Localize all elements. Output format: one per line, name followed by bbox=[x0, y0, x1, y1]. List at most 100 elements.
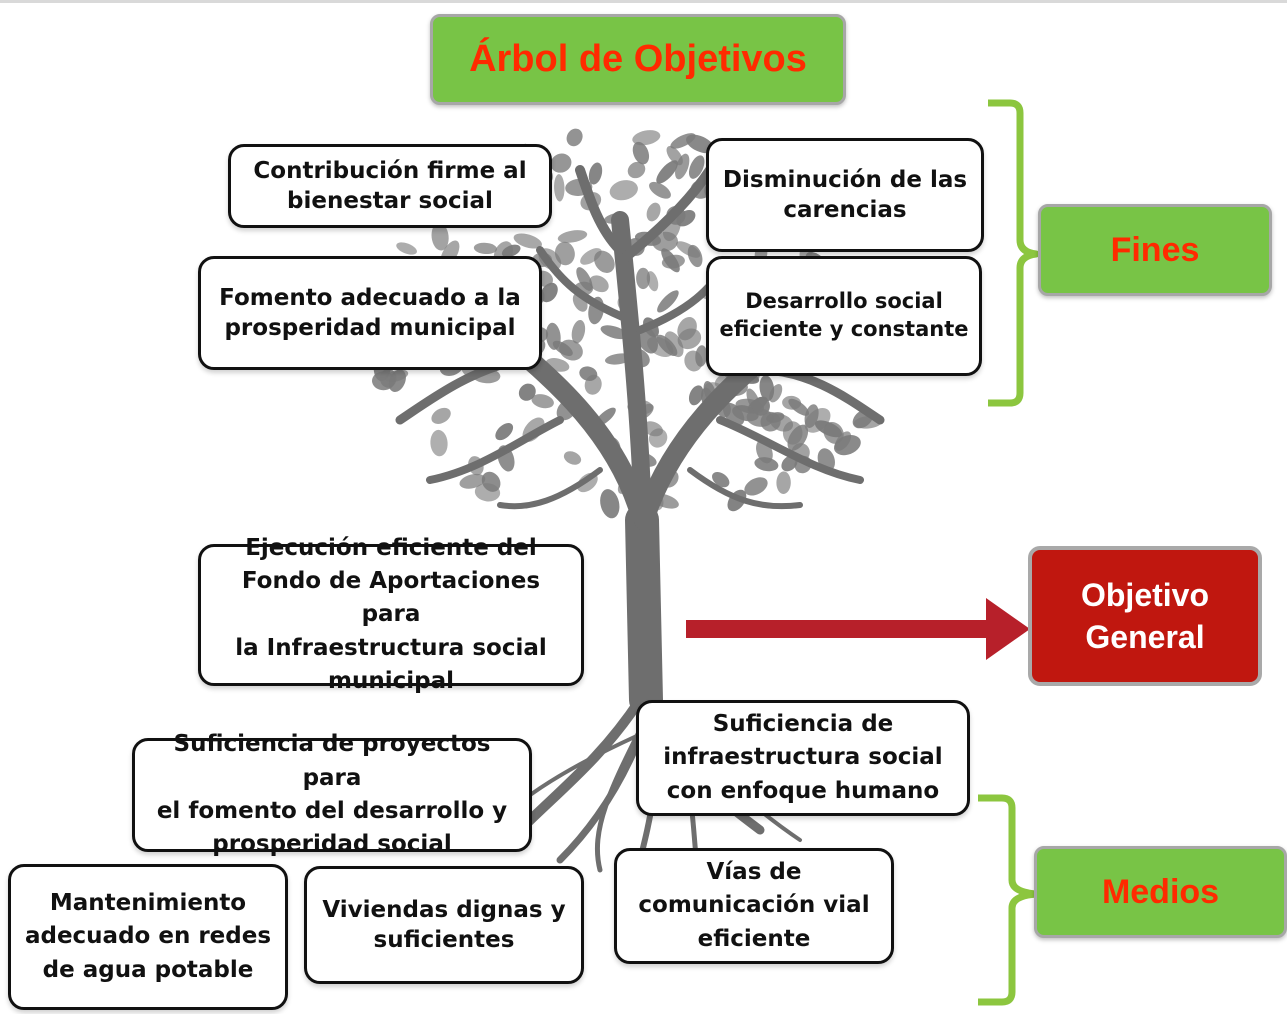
tree-leaf bbox=[642, 421, 663, 437]
fin-box-3: Fomento adecuado a la prosperidad municip… bbox=[198, 256, 542, 370]
tree-leaf bbox=[609, 180, 638, 201]
fin-box-2: Disminución de las carencias bbox=[706, 138, 984, 252]
tree-leaf bbox=[649, 181, 671, 199]
tree-leaf bbox=[501, 244, 521, 258]
tree-leaf bbox=[430, 429, 448, 457]
tree-leaf bbox=[550, 153, 572, 173]
tree-leaf bbox=[563, 451, 582, 465]
title-box: Árbol de Objetivos bbox=[430, 14, 846, 105]
fin-2-line-1: Disminución de las bbox=[722, 166, 968, 193]
fin-3-line-1: Fomento adecuado a la bbox=[219, 284, 521, 311]
medio-2-line-2: el fomento del desarrollo y bbox=[156, 798, 508, 824]
medios-label-text: Medios bbox=[1101, 872, 1220, 911]
tree-leaf bbox=[627, 161, 646, 179]
og-line-3: la Infraestructura social bbox=[235, 634, 547, 661]
tree-leaf bbox=[656, 160, 678, 184]
tree-leaf bbox=[676, 241, 701, 258]
medio-1-line-2: infraestructura social bbox=[663, 744, 943, 771]
tree-leaf bbox=[833, 435, 861, 456]
tree-leaf bbox=[459, 473, 486, 489]
fines-label: Fines bbox=[1038, 204, 1272, 296]
page-title: Árbol de Objetivos bbox=[469, 38, 807, 80]
medio-4-line-3: de agua potable bbox=[42, 956, 254, 983]
fin-4-line-1: Desarrollo social bbox=[745, 289, 943, 314]
tree-leaf bbox=[754, 457, 779, 472]
og-line-1: Ejecución eficiente del bbox=[245, 534, 537, 561]
top-divider bbox=[0, 0, 1287, 3]
tree-leaf bbox=[589, 275, 609, 293]
medio-5-line-2: suficientes bbox=[373, 927, 515, 953]
fin-box-4: Desarrollo social eficiente y constante bbox=[706, 256, 982, 376]
tree-leaf bbox=[518, 383, 536, 401]
medios-label: Medios bbox=[1034, 846, 1287, 938]
tree-leaf bbox=[571, 319, 586, 344]
tree-leaf bbox=[431, 222, 449, 251]
tree-leaf bbox=[646, 202, 661, 222]
tree-leaf bbox=[636, 267, 651, 290]
tree-leaf bbox=[588, 162, 603, 185]
medio-2-line-1: Suficiencia de proyectos para bbox=[173, 731, 491, 791]
tree-leaf bbox=[566, 128, 583, 147]
tree-leaf bbox=[554, 174, 565, 202]
tree-leaf bbox=[557, 230, 588, 243]
tree-leaf bbox=[657, 290, 679, 313]
tree-leaf bbox=[656, 334, 678, 357]
medio-box-5: Viviendas dignas y suficientes bbox=[304, 866, 584, 984]
tree-leaf bbox=[776, 471, 791, 494]
tree-leaf bbox=[594, 250, 615, 273]
fin-1-line-1: Contribución firme al bbox=[253, 157, 527, 184]
tree-leaf bbox=[788, 398, 810, 416]
medio-4-line-1: Mantenimiento bbox=[49, 889, 247, 916]
medio-3-line-1: Vías de bbox=[706, 858, 802, 885]
fines-brace-icon bbox=[988, 99, 1040, 407]
fin-3-line-2: prosperidad municipal bbox=[224, 315, 516, 341]
tree-leaf bbox=[632, 141, 650, 165]
tree-leaf bbox=[712, 471, 730, 488]
fines-label-text: Fines bbox=[1110, 230, 1200, 269]
og-line-4: municipal bbox=[328, 668, 454, 695]
medio-box-1: Suficiencia de infraestructura social con … bbox=[636, 700, 970, 816]
medio-4-line-2: adecuado en redes bbox=[24, 923, 272, 950]
tree-leaf bbox=[473, 242, 497, 255]
tree-leaf bbox=[688, 385, 704, 406]
tree-leaf bbox=[531, 394, 554, 409]
medio-3-line-2: comunicación vial bbox=[638, 892, 870, 919]
tree-leaf bbox=[554, 241, 575, 266]
medio-1-line-3: con enfoque humano bbox=[666, 777, 940, 804]
objetivo-label-line-2: General bbox=[1085, 619, 1205, 655]
tree-leaf bbox=[600, 325, 628, 340]
tree-leaf bbox=[576, 267, 593, 291]
tree-leaf bbox=[632, 130, 661, 146]
tree-leaf bbox=[559, 339, 583, 361]
fin-1-line-2: bienestar social bbox=[287, 188, 493, 214]
medio-box-3: Vías de comunicación vial eficiente bbox=[614, 848, 894, 964]
fin-4-line-2: eficiente y constante bbox=[719, 317, 969, 341]
tree-leaf bbox=[769, 383, 783, 403]
tree-leaf bbox=[495, 423, 514, 441]
medios-brace-icon bbox=[978, 794, 1040, 1006]
tree-leaf bbox=[579, 366, 598, 381]
og-line-2: Fondo de Aportaciones para bbox=[241, 567, 541, 628]
medio-2-line-3: prosperidad social bbox=[212, 831, 452, 858]
tree-leaf bbox=[580, 248, 602, 265]
tree-leaf bbox=[513, 233, 542, 249]
medio-3-line-3: eficiente bbox=[697, 925, 811, 952]
objetivo-general-box: Ejecución eficiente del Fondo de Aportac… bbox=[198, 535, 584, 694]
medio-1-line-1: Suficiencia de bbox=[712, 710, 894, 737]
fin-2-line-2: carencias bbox=[783, 197, 907, 223]
tree-leaf bbox=[688, 155, 705, 179]
tree-leaf bbox=[744, 477, 768, 496]
tree-leaf bbox=[545, 322, 561, 350]
medio-5-line-1: Viviendas dignas y bbox=[322, 896, 566, 923]
tree-leaf bbox=[684, 350, 703, 372]
arrow-right-icon bbox=[686, 598, 1030, 660]
tree-leaf bbox=[677, 317, 697, 341]
tree-leaf bbox=[646, 271, 659, 292]
objetivo-label-line-1: Objetivo bbox=[1080, 576, 1209, 613]
medio-box-2: Suficiencia de proyectos para el fomento … bbox=[132, 731, 532, 857]
medio-box-4: Mantenimiento adecuado en redes de agua po… bbox=[8, 864, 288, 1010]
tree-leaf bbox=[379, 368, 397, 388]
fin-box-1: Contribución firme al bienestar social bbox=[228, 144, 552, 228]
tree-leaf bbox=[752, 396, 770, 416]
